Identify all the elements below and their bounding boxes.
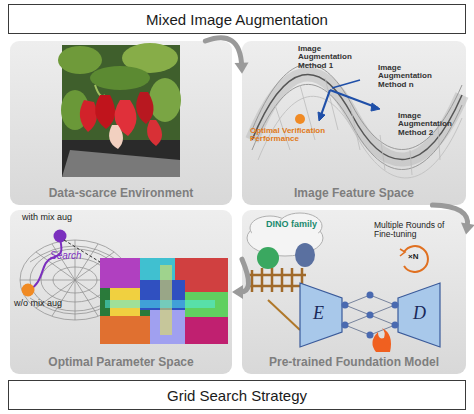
panel-caption: Optimal Parameter Space: [10, 355, 232, 369]
annotation-label: ×N: [408, 253, 432, 261]
panel-caption: Image Feature Space: [242, 186, 466, 200]
banner-box: Grid Search Strategy: [8, 380, 466, 410]
stage-panel: Optimal Parameter Space: [10, 210, 232, 374]
annotation-label: Image Augmentation Method 1: [298, 45, 360, 70]
annotation-label: Image Augmentation Method 2: [398, 112, 464, 137]
panel-caption: Data-scarce Environment: [10, 186, 232, 200]
annotation-label: w/o mix aug: [14, 299, 94, 308]
stage-panel: Data-scarce Environment: [10, 41, 232, 205]
annotation-label: Optimal Verification Performance: [250, 127, 338, 144]
annotation-label: E: [313, 304, 333, 323]
annotation-label: DINO family: [266, 220, 326, 229]
banner-box: Mixed Image Augmentation: [8, 4, 466, 34]
annotation-label: Image Augmentation Method n: [378, 64, 440, 89]
annotation-label: with mix aug: [22, 213, 102, 222]
annotation-label: Search: [50, 251, 90, 262]
banner-title: Mixed Image Augmentation: [146, 11, 328, 28]
stage-panel: Pre-trained Foundation Model: [242, 210, 466, 374]
annotation-label: Multiple Rounds of Fine-tuning: [374, 221, 464, 239]
annotation-label: D: [413, 304, 433, 323]
banner-title: Grid Search Strategy: [167, 387, 307, 404]
panel-caption: Pre-trained Foundation Model: [242, 355, 466, 369]
